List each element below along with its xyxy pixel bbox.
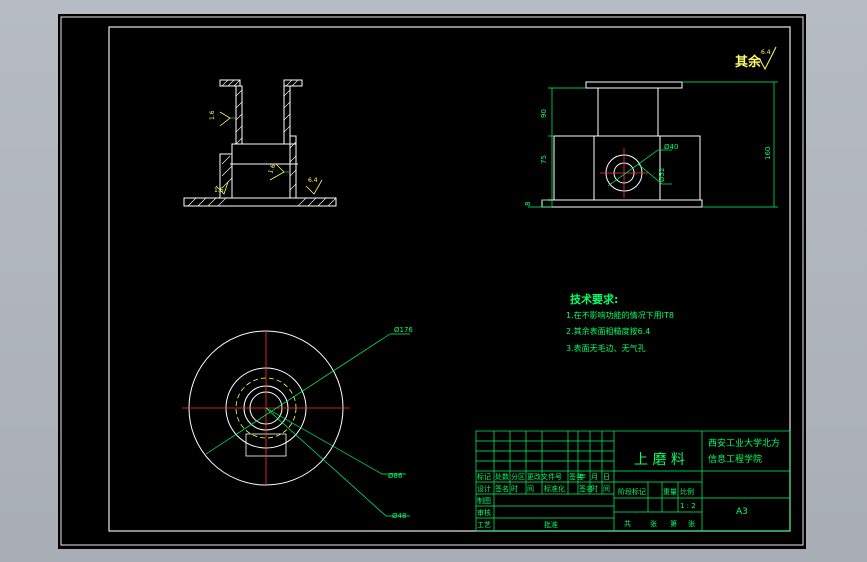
hdr-4: 更改文件号 — [527, 472, 562, 481]
roughness-flange: 6.4 — [308, 177, 318, 184]
dim-mid: Ø86 — [388, 472, 403, 480]
hdr2-2: 签名 — [495, 484, 509, 493]
section-hatching — [187, 79, 337, 207]
dim-upper: 90 — [540, 109, 548, 118]
outer-frame — [60, 16, 804, 546]
hdr-2: 处数 — [495, 472, 509, 481]
tech-item-3: 3.表面无毛边、无气孔 — [566, 343, 646, 353]
hdr2-3: 时 — [511, 484, 518, 493]
tech-title: 技术要求: — [570, 292, 618, 306]
hdr2-1: 设计 — [477, 484, 491, 493]
sheet-1: 共 — [624, 519, 631, 528]
hdr-7: 月 — [591, 473, 598, 481]
stage-2: 重量 — [663, 488, 677, 496]
roughness-symbol-icon — [758, 46, 777, 71]
roughness-left: 1.6 — [209, 110, 216, 120]
drawing-sheet: 其余 6.4 1.6 1.6 1.6 6.4 — [58, 14, 806, 549]
label-review: 审核 — [477, 508, 491, 517]
dim-outer: Ø176 — [394, 326, 413, 334]
sheet-3: 第 — [670, 519, 677, 528]
cad-drawing: 其余 6.4 1.6 1.6 1.6 6.4 — [60, 16, 804, 546]
top-dimension-lines — [205, 333, 410, 517]
front-dimension-lines — [528, 81, 778, 208]
hdr-5: 签名 — [569, 472, 583, 481]
hdr2-8: 间 — [603, 485, 610, 493]
tech-item-1: 1.在不影响功能的情况下用IT8 — [566, 310, 674, 320]
inner-frame — [108, 26, 791, 532]
title-block — [475, 430, 791, 532]
roughness-base: 1.6 — [214, 187, 224, 194]
roughness-mid: 1.6 — [267, 163, 277, 175]
hdr-3: 分区 — [511, 472, 525, 481]
title-row-headers: 标记 处数 分区 更改文件号 签名 年 月 日 设计 签名 时 间 标准化 签名… — [477, 472, 695, 529]
hdr2-4: 间 — [527, 485, 534, 493]
dim-base: 8 — [524, 202, 532, 206]
dim-bolt: Ø52 — [658, 168, 666, 182]
stage-3: 比例 — [680, 487, 694, 496]
stage-1: 阶段标记 — [618, 487, 646, 496]
label-draw: 制图 — [477, 496, 491, 505]
unit-line-2: 信息工程学院 — [708, 453, 762, 465]
hdr2-6: 签名 — [579, 484, 593, 493]
hdr-8: 日 — [603, 473, 610, 481]
sheet-4: 张 — [688, 519, 695, 528]
scale-value: 1 : 2 — [680, 502, 696, 510]
sheet-size: A3 — [736, 507, 748, 517]
tech-requirements: 技术要求: 1.在不影响功能的情况下用IT8 2.其余表面粗糙度按6.4 3.表… — [566, 292, 674, 353]
section-leaders — [230, 117, 290, 173]
hdr-6: 年 — [579, 472, 586, 481]
unit-line-1: 西安工业大学北方 — [708, 437, 780, 449]
hdr2-7: 时 — [591, 484, 598, 493]
front-centerlines — [600, 148, 648, 198]
dim-total: 160 — [764, 147, 772, 160]
hdr-1: 标记 — [477, 472, 491, 481]
roughness-note: 其余 6.4 — [735, 46, 777, 71]
section-view — [183, 79, 337, 207]
dim-inner: Ø48 — [392, 512, 406, 520]
roughness-value: 6.4 — [761, 49, 771, 56]
part-name: 上 磨 料 — [634, 452, 685, 468]
roughness-label: 其余 — [735, 54, 762, 70]
label-process: 工艺 — [477, 521, 491, 529]
hdr2-5: 标准化 — [544, 484, 565, 493]
dim-hole: Ø40 — [664, 143, 678, 151]
label-approve: 批准 — [544, 520, 558, 529]
dim-lower: 75 — [540, 155, 548, 164]
sheet-2: 张 — [650, 519, 657, 528]
tech-item-2: 2.其余表面粗糙度按6.4 — [566, 326, 650, 336]
